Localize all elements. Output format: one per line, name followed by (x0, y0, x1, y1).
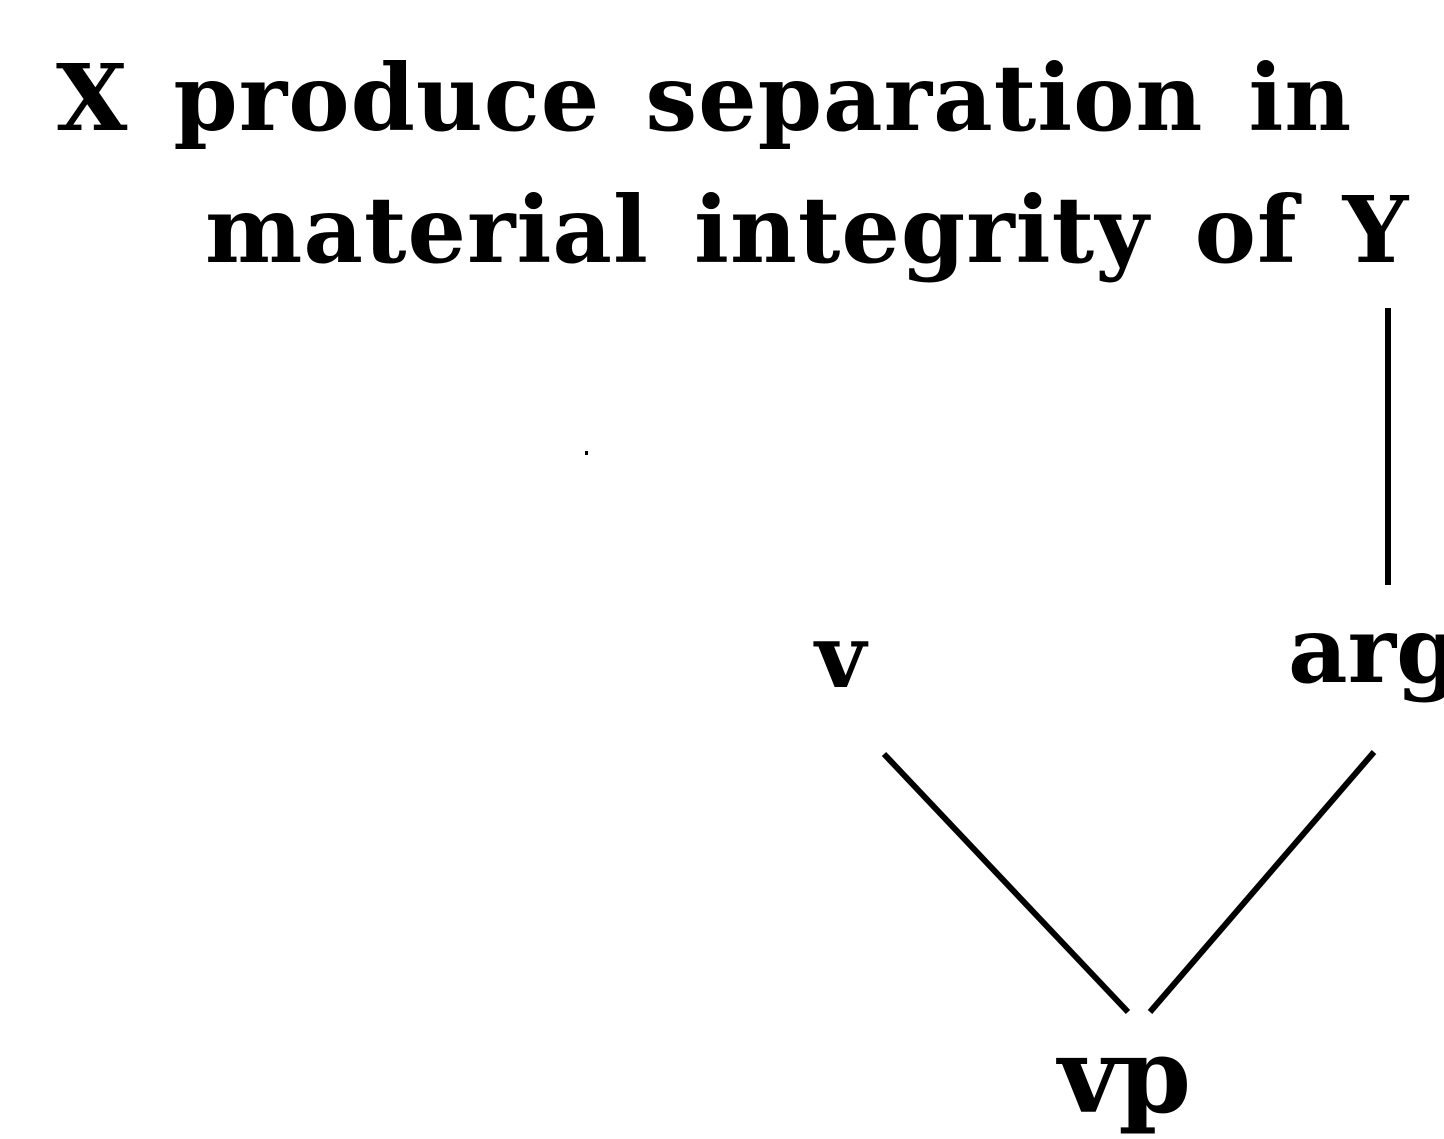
phrase-line-1: X produce separation in (56, 44, 1353, 152)
edge-arg-to-vp (1147, 750, 1377, 1014)
phrase-line-2: material integrity of Y (205, 176, 1410, 284)
node-v: v (815, 604, 867, 708)
edge-v-to-vp (881, 751, 1131, 1015)
node-arg: arg (1288, 596, 1444, 704)
print-speck (585, 451, 588, 455)
node-vp: vp (1058, 1014, 1192, 1137)
